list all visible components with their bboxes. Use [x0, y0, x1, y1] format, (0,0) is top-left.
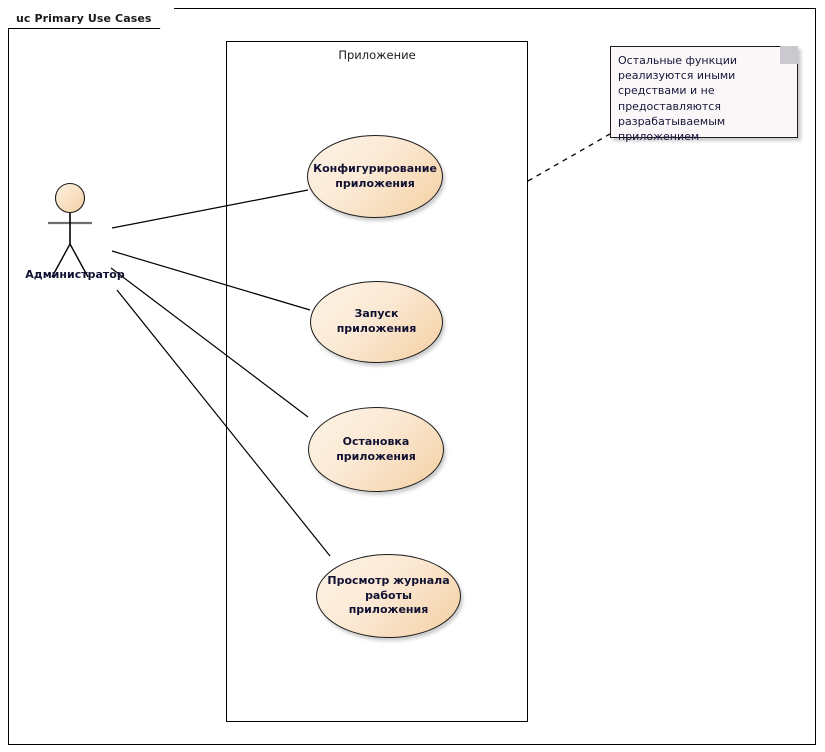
- note-box: Остальные функции реализуются иными сред…: [610, 46, 798, 143]
- actor-leg-left-icon: [51, 243, 71, 278]
- actor-head-icon: [54, 182, 86, 214]
- note-text: Остальные функции реализуются иными сред…: [618, 54, 738, 143]
- use-case-label: Остановка приложения: [336, 434, 416, 463]
- actor-administrator[interactable]: [30, 182, 150, 287]
- use-case-start-application[interactable]: Запуск приложения: [310, 281, 443, 363]
- actor-label: Администратор: [25, 268, 125, 281]
- system-boundary-label: Приложение: [338, 48, 416, 62]
- use-case-stop-application[interactable]: Остановка приложения: [308, 407, 444, 492]
- actor-leg-right-icon: [69, 243, 89, 278]
- use-case-configure-application[interactable]: Конфигурирование приложения: [307, 135, 443, 218]
- use-case-label: Запуск приложения: [336, 307, 417, 335]
- diagram-frame-label: uc Primary Use Cases: [8, 8, 174, 28]
- diagram-frame: [8, 8, 816, 745]
- use-case-label: Просмотр журнала работы приложения: [327, 573, 450, 617]
- use-case-view-application-log[interactable]: Просмотр журнала работы приложения: [316, 554, 461, 638]
- use-case-label: Конфигурирование приложения: [313, 161, 437, 190]
- note-fold-corner-icon: [780, 46, 798, 64]
